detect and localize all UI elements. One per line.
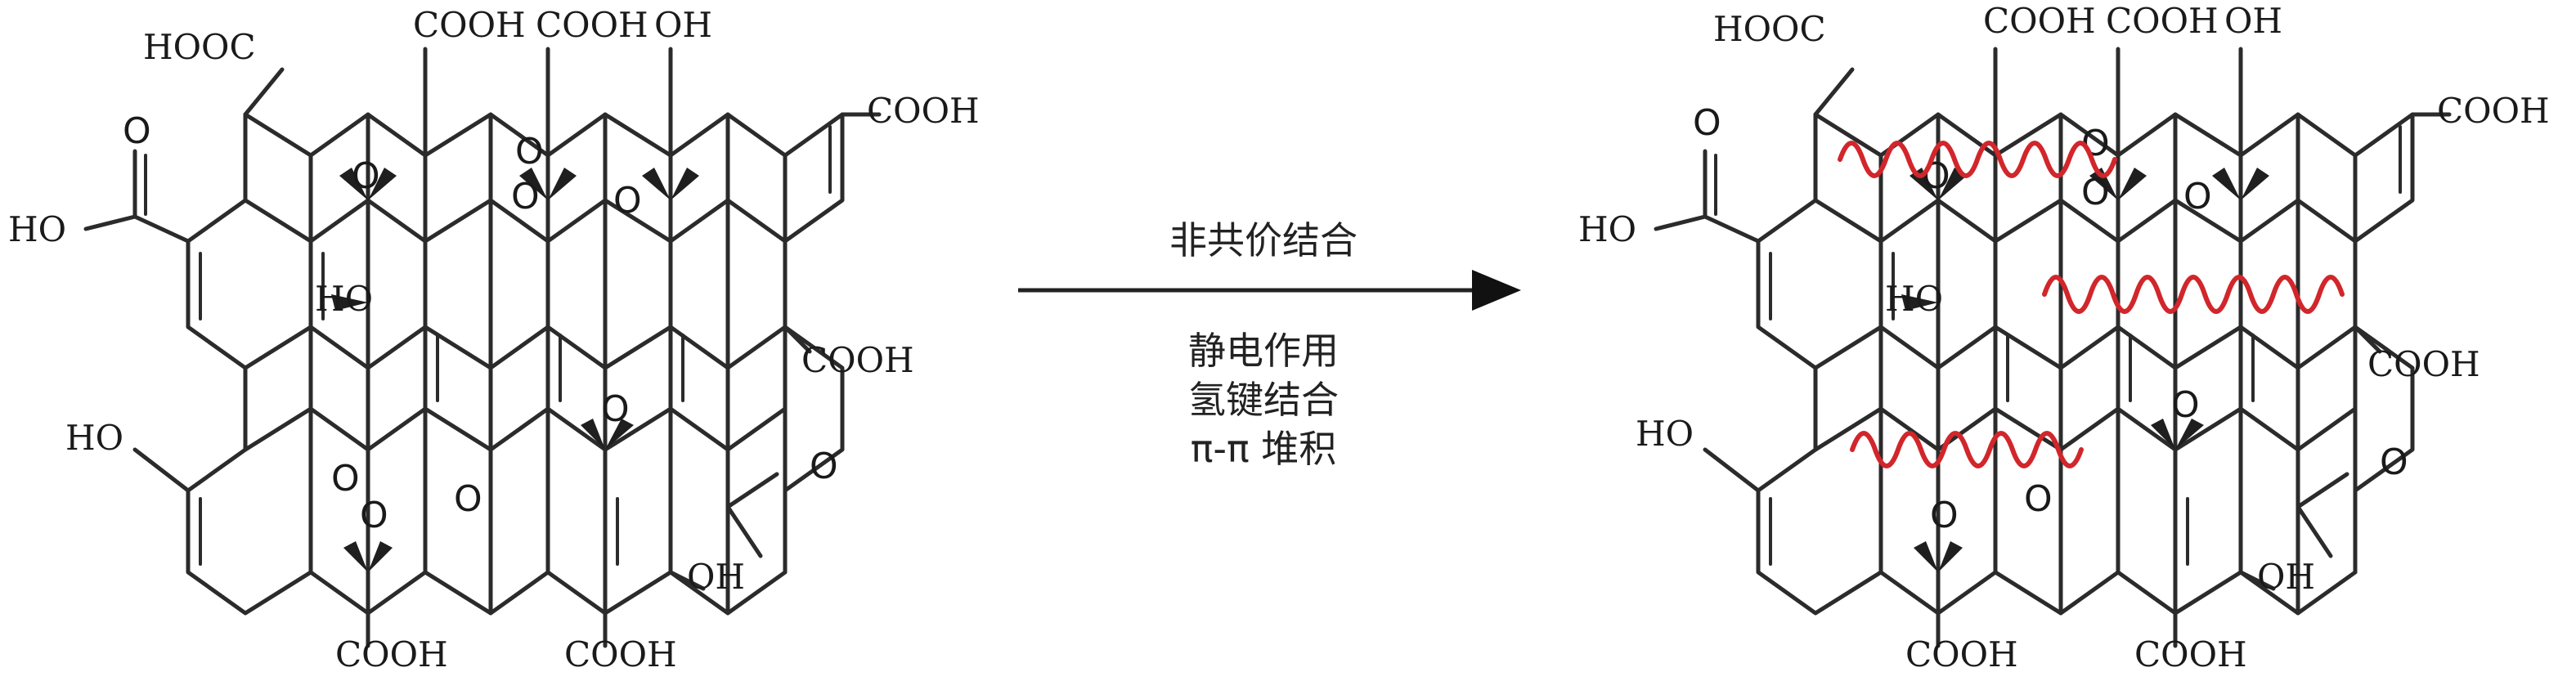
- right-labels: HOOC COOH COOH OH COOH O HO O O O O HO C…: [1578, 1, 2550, 674]
- o-label: O: [2024, 478, 2053, 520]
- o-label: O: [810, 446, 838, 487]
- o-label: O: [613, 180, 642, 222]
- cooh-label: COOH: [2106, 1, 2219, 41]
- o-label: O: [1930, 495, 1959, 536]
- cooh-label: COOH: [413, 5, 526, 45]
- o-label: O: [2171, 384, 2200, 426]
- o-label: O: [360, 495, 388, 536]
- cooh-label: COOH: [335, 634, 448, 674]
- ho-label: HO: [8, 209, 66, 249]
- oh-label: OH: [654, 5, 712, 45]
- o-label: O: [2380, 441, 2408, 483]
- ho-label: HO: [315, 279, 373, 319]
- o-label: O: [2081, 172, 2110, 213]
- below-arrow-label-3: π-π 堆积: [1191, 427, 1337, 471]
- o-label: O: [511, 176, 540, 217]
- ho-label: HO: [1885, 279, 1943, 319]
- o-label: O: [352, 155, 380, 197]
- below-arrow-label-2: 氢键结合: [1188, 378, 1339, 422]
- hooc-label: HOOC: [143, 27, 256, 67]
- ho-label: HO: [1636, 414, 1694, 454]
- cooh-label: COOH: [1905, 634, 2018, 674]
- cooh-label: COOH: [867, 91, 980, 131]
- bound-molecule-wave-1: [1838, 141, 2117, 178]
- cooh-label: COOH: [2367, 344, 2480, 384]
- above-arrow-label: 非共价结合: [1169, 218, 1358, 262]
- cooh-label: COOH: [2134, 634, 2247, 674]
- hooc-label: HOOC: [1713, 9, 1826, 49]
- o-label: O: [515, 131, 544, 172]
- ho-label: HO: [65, 418, 123, 458]
- bound-molecule-wave-3: [1850, 431, 2084, 468]
- cooh-label: COOH: [536, 5, 648, 45]
- reaction-arrow: 非共价结合 静电作用 氢键结合 π-π 堆积: [1018, 218, 1521, 471]
- graphene-oxide-right: HOOC COOH COOH OH COOH O HO O O O O HO C…: [1578, 1, 2550, 674]
- cooh-label: COOH: [801, 340, 914, 380]
- ho-label: HO: [1578, 209, 1636, 249]
- o-label: O: [1693, 102, 1721, 144]
- o-label: O: [1922, 155, 1950, 197]
- o-label: O: [601, 388, 630, 430]
- left-labels: HOOC COOH COOH OH COOH O HO O O O O HO C…: [8, 5, 980, 674]
- o-label: O: [454, 478, 482, 520]
- cooh-label: COOH: [2437, 91, 2550, 131]
- cooh-label: COOH: [564, 634, 677, 674]
- o-label: O: [123, 110, 151, 152]
- oh-label: OH: [687, 557, 745, 597]
- cooh-label: COOH: [1983, 1, 2096, 41]
- bound-molecule-wave-2: [2042, 275, 2345, 314]
- graphene-oxide-left: HOOC COOH COOH OH COOH O HO O O O O HO C…: [8, 5, 980, 674]
- below-arrow-label-1: 静电作用: [1188, 329, 1339, 373]
- oh-label: OH: [2224, 1, 2282, 41]
- oh-label: OH: [2257, 557, 2315, 597]
- o-label: O: [2183, 176, 2212, 217]
- o-label: O: [331, 458, 360, 500]
